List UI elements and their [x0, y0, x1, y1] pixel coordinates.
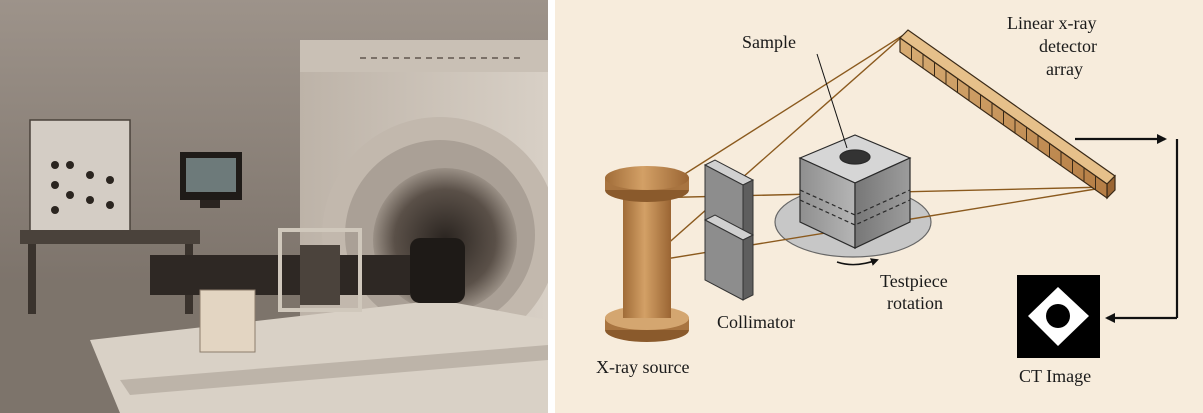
label-detector-2: detector: [1039, 36, 1097, 56]
sample-leader-line: [816, 53, 848, 149]
ct-schematic-diagram: Sample Linear x-ray detector array Testp…: [555, 0, 1203, 413]
label-xray-source: X-ray source: [596, 357, 689, 377]
label-detector-1: Linear x-ray: [1007, 13, 1096, 33]
label-testpiece-1: Testpiece: [880, 271, 948, 291]
xray-source: [605, 166, 689, 342]
collimator: [703, 159, 755, 301]
detector-array: [899, 29, 1116, 200]
label-collimator: Collimator: [717, 312, 795, 332]
control-cabinet: [29, 119, 131, 241]
ct-scanner-photo: [0, 0, 548, 413]
sample-cube: [798, 134, 912, 249]
label-sample: Sample: [742, 32, 796, 52]
label-detector-3: array: [1046, 59, 1083, 79]
label-testpiece-2: rotation: [887, 293, 943, 313]
wooden-block: [199, 289, 256, 353]
label-ct-image: CT Image: [1019, 366, 1091, 386]
ct-image: [1017, 275, 1100, 358]
data-flow-arrow: [1075, 134, 1179, 323]
rotation-arrow: [836, 258, 879, 266]
